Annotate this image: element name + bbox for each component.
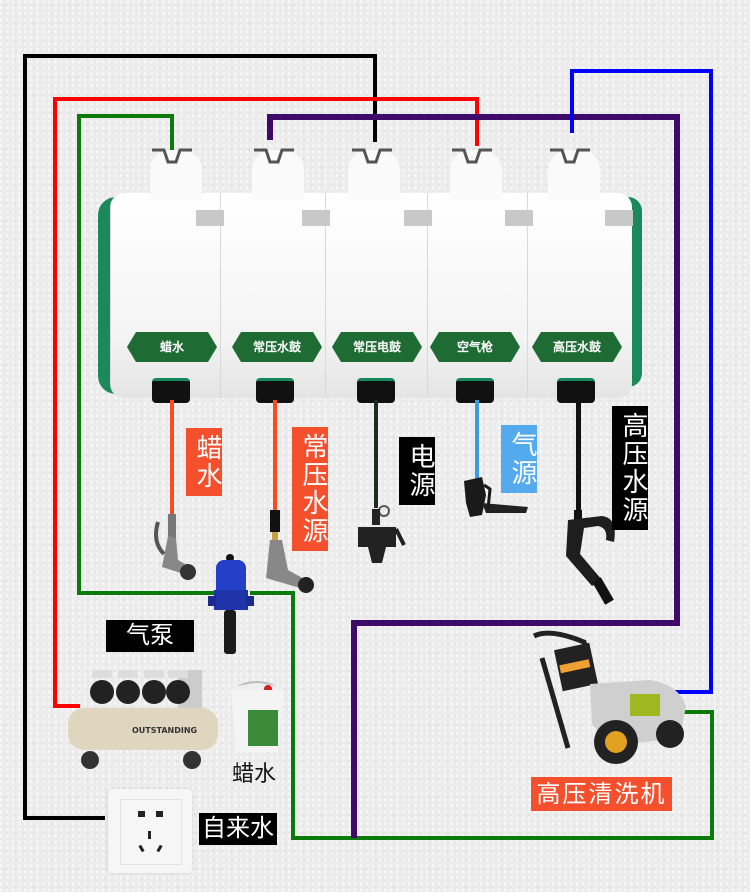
reel-5-tool-label: 高压水源 (612, 406, 648, 530)
normal-pressure-water-wire (267, 114, 680, 838)
socket-hole-icon (156, 811, 163, 817)
reel-2-tool-label: 常压水源 (292, 427, 328, 551)
reel-3-outlet (357, 378, 395, 403)
bracket-icon (550, 148, 590, 164)
reel-1 (110, 193, 220, 398)
reel-1-outlet (152, 378, 190, 403)
reel-slot (505, 210, 533, 226)
wax-bucket-label: 蜡水 (232, 762, 277, 787)
wax-bucket-icon (231, 681, 283, 752)
tap-water-label: 自来水 (199, 813, 277, 845)
reel-4 (427, 193, 527, 398)
reel-4-hose[interactable] (475, 400, 479, 490)
reel-2-badge: 常压水鼓 (232, 332, 322, 362)
reel-4-outlet (456, 378, 494, 403)
reel-3 (325, 193, 427, 398)
high-pressure-wire (570, 69, 713, 694)
power-wire (23, 54, 377, 820)
power-socket-icon[interactable] (352, 505, 407, 580)
reel-4-badge: 空气枪 (430, 332, 520, 362)
reel-3-badge: 常压电鼓 (332, 332, 422, 362)
dosing-pump-icon[interactable] (208, 552, 258, 662)
reel-1-tool-label: 蜡水 (186, 428, 222, 496)
reel-3-mount (348, 150, 400, 200)
reel-5-hose[interactable] (576, 400, 581, 518)
bracket-icon (254, 148, 294, 164)
reel-slot (404, 210, 432, 226)
reel-slot (605, 210, 633, 226)
reel-3-hose[interactable] (374, 400, 378, 508)
air-pump-label: 气泵 (106, 620, 194, 652)
spray-nozzle-icon[interactable] (150, 512, 200, 587)
svg-text:OUTSTANDING: OUTSTANDING (132, 726, 197, 735)
air-compressor-icon[interactable]: OUTSTANDING (64, 668, 219, 773)
reel-slot (196, 210, 224, 226)
socket-hole-icon (148, 831, 151, 839)
high-pressure-gun-icon[interactable] (562, 510, 632, 608)
reel-1-hose[interactable] (170, 400, 174, 518)
wall-outlet[interactable] (108, 789, 192, 873)
reel-1-badge: 蜡水 (127, 332, 217, 362)
tap-water-wire (250, 591, 714, 840)
bracket-icon (152, 148, 192, 164)
reel-2-hose[interactable] (273, 400, 277, 512)
reel-3-tool-label: 电源 (399, 437, 435, 505)
reel-5-outlet (557, 378, 595, 403)
reel-slot (302, 210, 330, 226)
socket-hole-icon (138, 811, 145, 817)
reel-4-tool-label: 气源 (501, 425, 537, 493)
air-gun-icon[interactable] (460, 475, 530, 535)
bracket-icon (352, 148, 392, 164)
reel-5-badge: 高压水鼓 (532, 332, 622, 362)
bracket-icon (452, 148, 492, 164)
reel-5 (527, 193, 632, 398)
reel-2 (220, 193, 325, 398)
wax-water-wire (77, 114, 225, 595)
pressure-washer-icon[interactable] (530, 628, 695, 768)
reel-2-outlet (256, 378, 294, 403)
water-nozzle-icon[interactable] (262, 508, 317, 598)
pressure-washer-label: 高压清洗机 (531, 777, 672, 811)
